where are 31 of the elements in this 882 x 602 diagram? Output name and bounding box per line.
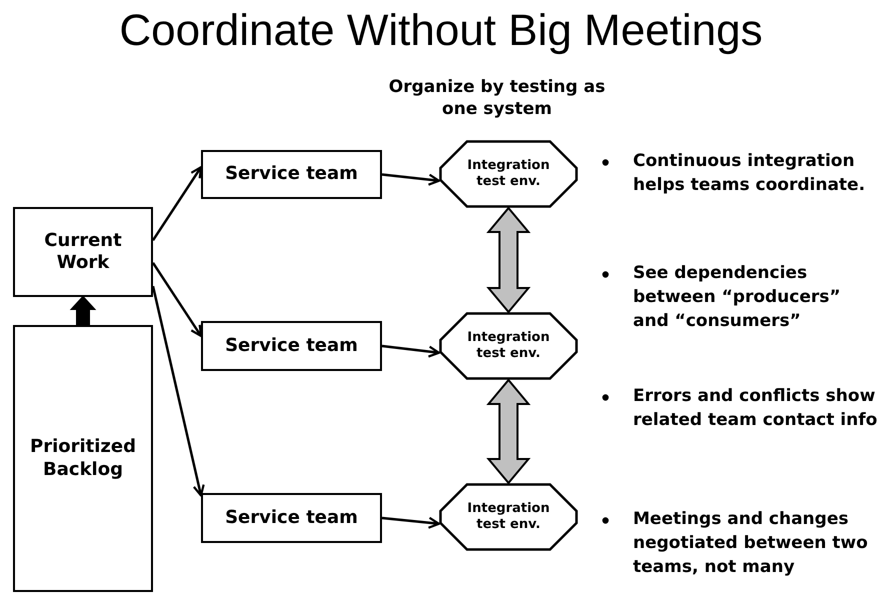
- bullet-text: Errors and conflicts show related team contact info: [633, 385, 878, 432]
- arrow: [152, 262, 202, 338]
- arrow: [382, 516, 440, 529]
- bullet-text: See dependencies between “producers” and “consumers”: [633, 262, 842, 333]
- arrow: [382, 173, 440, 186]
- block-arrow: [486, 378, 531, 485]
- heading-note: Organize by testing as one system: [388, 76, 606, 120]
- node-label: Current Work: [43, 230, 123, 274]
- arrow: [152, 286, 205, 497]
- node-label: Integration test env.: [466, 158, 551, 190]
- octagon-node: [439, 312, 578, 380]
- node-label: Prioritized Backlog: [29, 436, 137, 481]
- process-box: [13, 207, 153, 297]
- arrow: [382, 344, 440, 358]
- octagon-node: [439, 140, 578, 208]
- octagon-node: [439, 483, 578, 551]
- node-label: Service team: [225, 334, 358, 358]
- bullet-text: Continuous integration helps teams coordinate.: [633, 150, 866, 197]
- node-label: Integration test env.: [466, 330, 551, 362]
- process-box: [201, 493, 382, 543]
- arrow: [152, 166, 202, 241]
- block-arrow: [70, 296, 96, 326]
- process-box: [13, 325, 153, 592]
- process-box: [201, 150, 382, 199]
- node-label: Integration test env.: [466, 500, 551, 534]
- title: Coordinate Without Big Meetings: [118, 6, 764, 56]
- bullet-text: Meetings and changes negotiated between two teams, not many: [633, 508, 869, 579]
- block-arrow: [486, 206, 531, 314]
- process-box: [201, 321, 382, 371]
- node-label: Service team: [225, 506, 358, 530]
- node-label: Service team: [225, 163, 358, 186]
